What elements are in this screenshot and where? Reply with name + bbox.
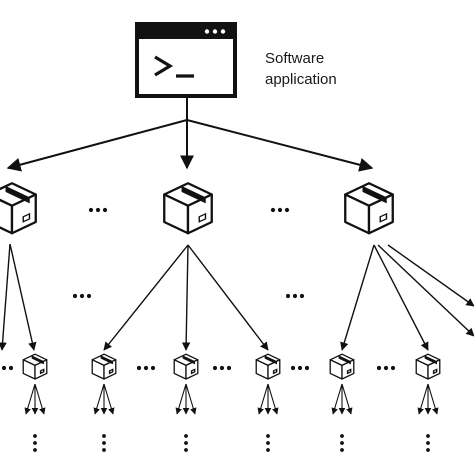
component-box-center: [163, 182, 213, 235]
vertical-ellipsis-6: [426, 434, 430, 452]
subcomponent-box-3: [173, 353, 199, 380]
component-box-left: [0, 182, 37, 235]
ellipsis-level1-b: [270, 207, 290, 213]
ellipsis-level1-a: [88, 207, 108, 213]
arrow-level3-1-l: [24, 383, 36, 415]
arrow-level3-6-l: [417, 383, 429, 415]
subcomponent-box-2: [91, 353, 117, 380]
vertical-ellipsis-2: [102, 434, 106, 452]
app-label-line2: application: [265, 71, 337, 88]
arrow-level2-5: [187, 244, 269, 351]
arrow-app-to-component-left: [6, 119, 188, 172]
arrow-level3-4-l: [257, 383, 269, 415]
arrow-level3-2-l: [93, 383, 105, 415]
arrow-level3-5-l: [331, 383, 343, 415]
ellipsis-layer: [1, 207, 430, 452]
app-label-line1: Software: [265, 50, 325, 67]
arrow-level3-3-r: [185, 383, 197, 415]
vertical-ellipsis-3: [184, 434, 188, 452]
vertical-ellipsis-5: [340, 434, 344, 452]
arrow-level2-9: [387, 244, 474, 307]
ellipsis-level2-edge: [1, 365, 14, 371]
ellipsis-level2-a: [136, 365, 156, 371]
ellipsis-level2-b: [212, 365, 232, 371]
arrow-level3-3-l: [175, 383, 187, 415]
subcomponent-box-4: [255, 353, 281, 380]
vertical-ellipsis-4: [266, 434, 270, 452]
arrow-level3-4-r: [267, 383, 279, 415]
subcomponent-box-6: [415, 353, 441, 380]
arrow-level3-5-r: [341, 383, 353, 415]
arrow-level2-7: [373, 244, 429, 351]
arrows-layer: [0, 96, 474, 415]
ellipsis-mid-b: [285, 293, 305, 299]
arrow-level2-3: [103, 244, 189, 351]
arrow-level3-1-r: [34, 383, 46, 415]
component-box-right: [344, 182, 394, 235]
arrow-level2-2: [9, 243, 37, 351]
components-layer: [0, 182, 441, 380]
arrow-level3-6-r: [427, 383, 439, 415]
terminal-window-icon: [135, 22, 237, 98]
vertical-ellipsis-1: [33, 434, 37, 452]
arrow-level2-1: [0, 243, 11, 351]
arrow-level2-6: [340, 244, 375, 351]
arrow-app-to-component-right: [186, 119, 374, 172]
subcomponent-box-5: [329, 353, 355, 380]
ellipsis-level2-c: [290, 365, 310, 371]
arrow-level2-4: [181, 244, 191, 351]
arrow-level2-8: [377, 244, 474, 337]
ellipsis-mid-a: [72, 293, 92, 299]
ellipsis-level2-d: [376, 365, 396, 371]
subcomponent-box-1: [22, 353, 48, 380]
arrow-level3-2-r: [103, 383, 115, 415]
